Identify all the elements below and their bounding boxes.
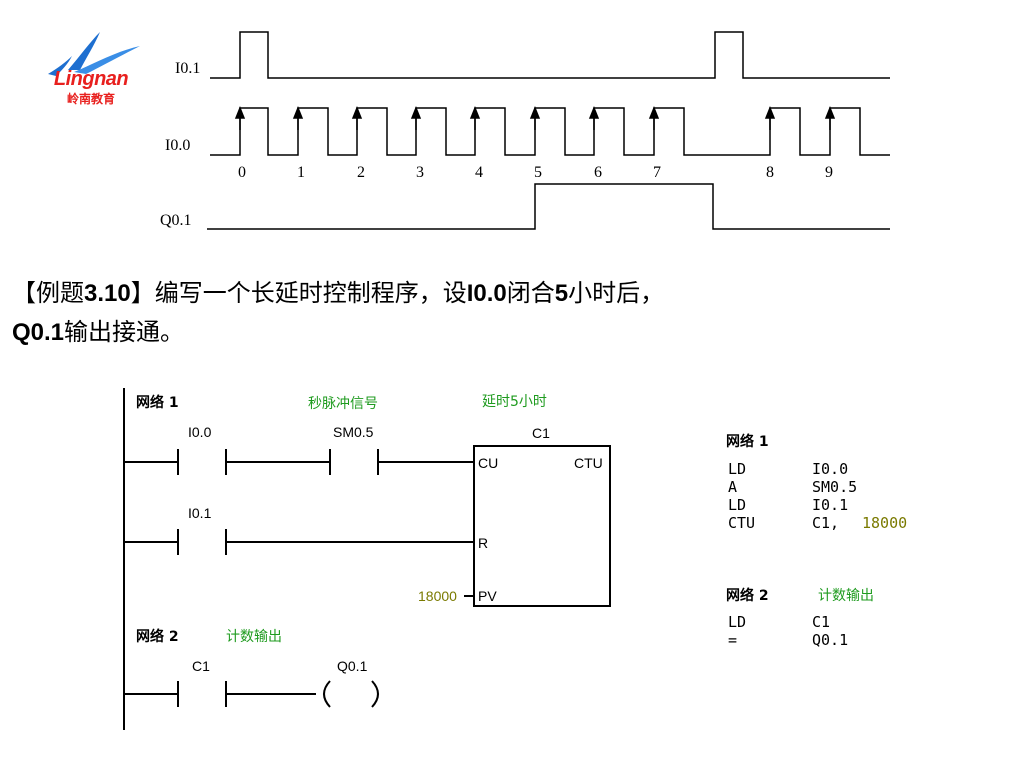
network2-comment: 计数输出: [226, 629, 282, 645]
waveform-q01: [207, 183, 890, 230]
stl-op: LD: [728, 460, 746, 478]
pulse-label: 2: [357, 164, 365, 181]
signal-label-i01: I0.1: [175, 60, 200, 77]
stl-arg: I0.0: [812, 460, 848, 478]
title-part: 闭合: [506, 279, 555, 307]
pulse-label: 5: [534, 164, 542, 181]
counter-type: CTU: [574, 455, 603, 471]
pulse-label: 8: [766, 164, 774, 181]
title-part: 【例题: [12, 279, 84, 307]
title-part: 小时后，: [568, 279, 665, 307]
counter-comment: 延时5小时: [482, 394, 547, 410]
rising-edge-arrows: [234, 105, 836, 130]
contact-label-i01: I0.1: [188, 505, 212, 521]
title-number: 3.10: [84, 280, 131, 307]
title-part: 输出接通。: [64, 318, 185, 346]
rung3-wiring: [124, 680, 379, 708]
logo-name: Lingnan: [53, 68, 129, 90]
contact-label-i00: I0.0: [188, 424, 212, 440]
pulse-label: 9: [825, 164, 833, 181]
network1-header: 网络 1: [136, 394, 179, 411]
pin-pv: PV: [478, 588, 497, 604]
wave-logo-icon: [48, 32, 140, 76]
title-number: 5: [554, 280, 569, 307]
rung2-wiring: [124, 529, 474, 555]
stl-arg: I0.1: [812, 496, 848, 514]
pin-cu: CU: [478, 455, 498, 471]
logo-subtitle: 岭南教育: [66, 92, 115, 106]
rung1-wiring: [124, 449, 474, 475]
stl-arg: Q0.1: [812, 631, 848, 649]
pulse-label: 6: [594, 164, 602, 181]
stl-network2-comment: 计数输出: [818, 588, 874, 604]
contact-label-c1: C1: [192, 658, 210, 674]
waveform-i00: [210, 107, 890, 156]
lingnan-logo: Lingnan 岭南教育: [28, 26, 150, 110]
pulse-label: 1: [297, 164, 305, 181]
network2-header: 网络 2: [136, 628, 179, 645]
coil-left-arc: [323, 680, 331, 708]
contact-label-sm05: SM0.5: [333, 424, 374, 440]
stl-op: =: [728, 631, 737, 649]
stl-preset: 18000: [862, 514, 907, 532]
title-number: Q0.1: [12, 319, 65, 346]
pulse-label: 4: [475, 164, 483, 181]
title-number: I0.0: [466, 280, 507, 307]
example-title: 【例题3.10】编写一个长延时控制程序，设I0.0闭合5小时后， Q0.1输出接通…: [12, 274, 1002, 352]
counter-box: [473, 445, 611, 607]
pulse-label: 3: [416, 164, 424, 181]
stl-op: LD: [728, 496, 746, 514]
title-part: 】编写一个长延时控制程序，设: [130, 279, 467, 307]
stl-network1-header: 网络 1: [726, 433, 769, 450]
counter-name: C1: [532, 425, 550, 441]
stl-network2-header: 网络 2: [726, 587, 769, 604]
stl-arg: C1: [812, 613, 830, 631]
stl-op: CTU: [728, 514, 755, 532]
pulse-label: 7: [653, 164, 661, 181]
coil-right-arc: [371, 680, 379, 708]
stl-arg: C1,: [812, 514, 839, 532]
stl-op: LD: [728, 613, 746, 631]
signal-label-q01: Q0.1: [160, 212, 192, 229]
pin-r: R: [478, 535, 488, 551]
pv-value: 18000: [418, 588, 457, 604]
stl-arg: SM0.5: [812, 478, 857, 496]
waveform-i01: [210, 31, 890, 79]
signal-label-i00: I0.0: [165, 137, 190, 154]
coil-label-q01: Q0.1: [337, 658, 368, 674]
stl-op: A: [728, 478, 737, 496]
timing-diagram: I0.1 I0.0 Q0.1 0 1 2 3 4 5 6 7 8 9: [160, 31, 890, 230]
contact-comment: 秒脉冲信号: [308, 396, 378, 412]
pulse-label: 0: [238, 164, 246, 181]
